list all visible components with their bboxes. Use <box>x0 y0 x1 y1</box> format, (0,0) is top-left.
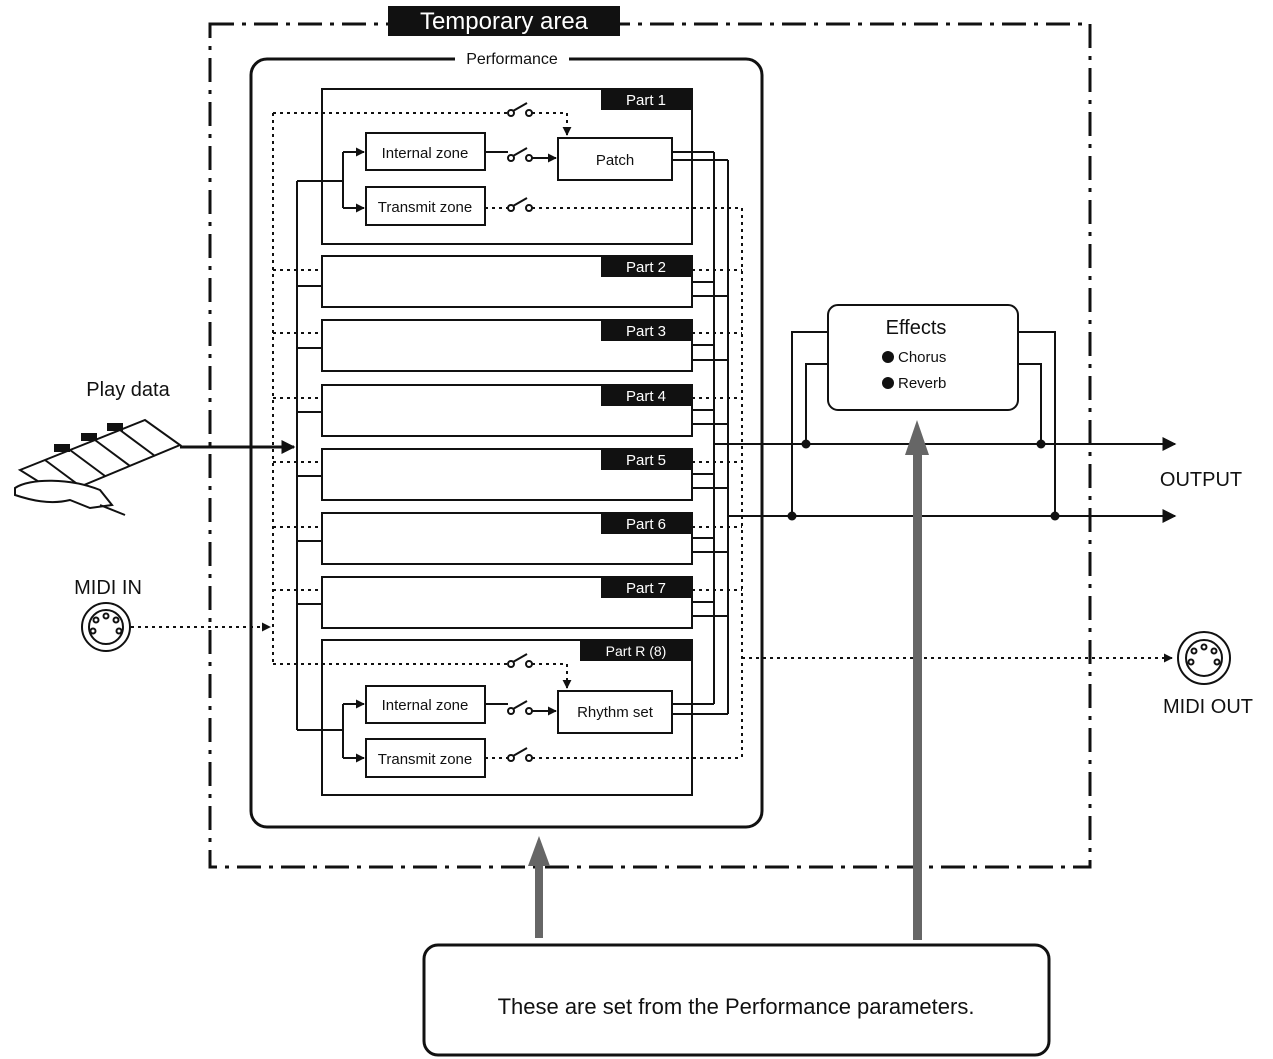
rhythm-internal-zone-label: Internal zone <box>382 697 469 714</box>
play-data-label: Play data <box>86 379 170 401</box>
midi-out-bus <box>692 208 1173 758</box>
part-2-box: Part 2 <box>321 255 693 308</box>
rhythm-transmit-zone-box <box>365 738 486 778</box>
chorus-bullet <box>882 351 894 363</box>
effects-title: Effects <box>886 317 947 339</box>
reverb-bullet <box>882 377 894 389</box>
performance-label: Performance <box>466 51 558 68</box>
part-1-box: Part 1 <box>321 88 693 245</box>
keyboard-hand-icon <box>14 418 183 516</box>
effects-loop-lines <box>791 331 1056 516</box>
output-label: OUTPUT <box>1160 469 1242 491</box>
part-1-label: Part 1 <box>626 92 666 109</box>
output-junction-dots <box>787 439 1060 521</box>
part-6-box: Part 6 <box>321 512 693 565</box>
rhythm-set-box <box>557 690 673 734</box>
parameter-arrows <box>528 420 929 940</box>
part-5-label: Part 5 <box>626 452 666 469</box>
part1-patch-label: Patch <box>596 152 634 169</box>
temporary-area-label: Temporary area <box>420 8 589 35</box>
rhythm-set-label: Rhythm set <box>577 704 654 721</box>
part1-internal-zone-label: Internal zone <box>382 145 469 162</box>
part-6-label: Part 6 <box>626 516 666 533</box>
rhythm-transmit-zone-label: Transmit zone <box>378 751 472 768</box>
part-5-box: Part 5 <box>321 448 693 501</box>
temporary-area-label-bg <box>388 6 620 36</box>
midi-in-label: MIDI IN <box>74 577 142 599</box>
part1-patch-box <box>557 137 673 181</box>
performance-label-bg <box>455 48 569 68</box>
note-box <box>422 943 1051 1057</box>
audio-output-bus <box>672 151 1177 715</box>
part1-switches <box>485 102 742 212</box>
part-4-box: Part 4 <box>321 384 693 437</box>
effects-chorus-label: Chorus <box>898 349 946 366</box>
performance-frame <box>249 57 764 829</box>
effects-reverb-label: Reverb <box>898 375 946 392</box>
play-data-bus <box>296 147 365 763</box>
note-text: These are set from the Performance param… <box>498 994 975 1019</box>
part-r-label: Part R (8) <box>606 643 667 659</box>
part-r-box: Part R (8) <box>321 639 693 796</box>
part-4-label: Part 4 <box>626 388 666 405</box>
midi-out-label: MIDI OUT <box>1163 696 1253 718</box>
midi-out-connector-icon <box>1177 631 1231 685</box>
part-7-label: Part 7 <box>626 580 666 597</box>
effects-box <box>827 304 1019 411</box>
rhythm-switches <box>485 653 742 762</box>
midi-in-bus <box>272 112 508 665</box>
midi-in-connector-icon <box>81 602 131 652</box>
part1-transmit-zone-box <box>365 186 486 226</box>
part-3-label: Part 3 <box>626 323 666 340</box>
part-7-box: Part 7 <box>321 576 693 629</box>
part1-transmit-zone-label: Transmit zone <box>378 199 472 216</box>
part-2-label: Part 2 <box>626 259 666 276</box>
part-3-box: Part 3 <box>321 319 693 372</box>
